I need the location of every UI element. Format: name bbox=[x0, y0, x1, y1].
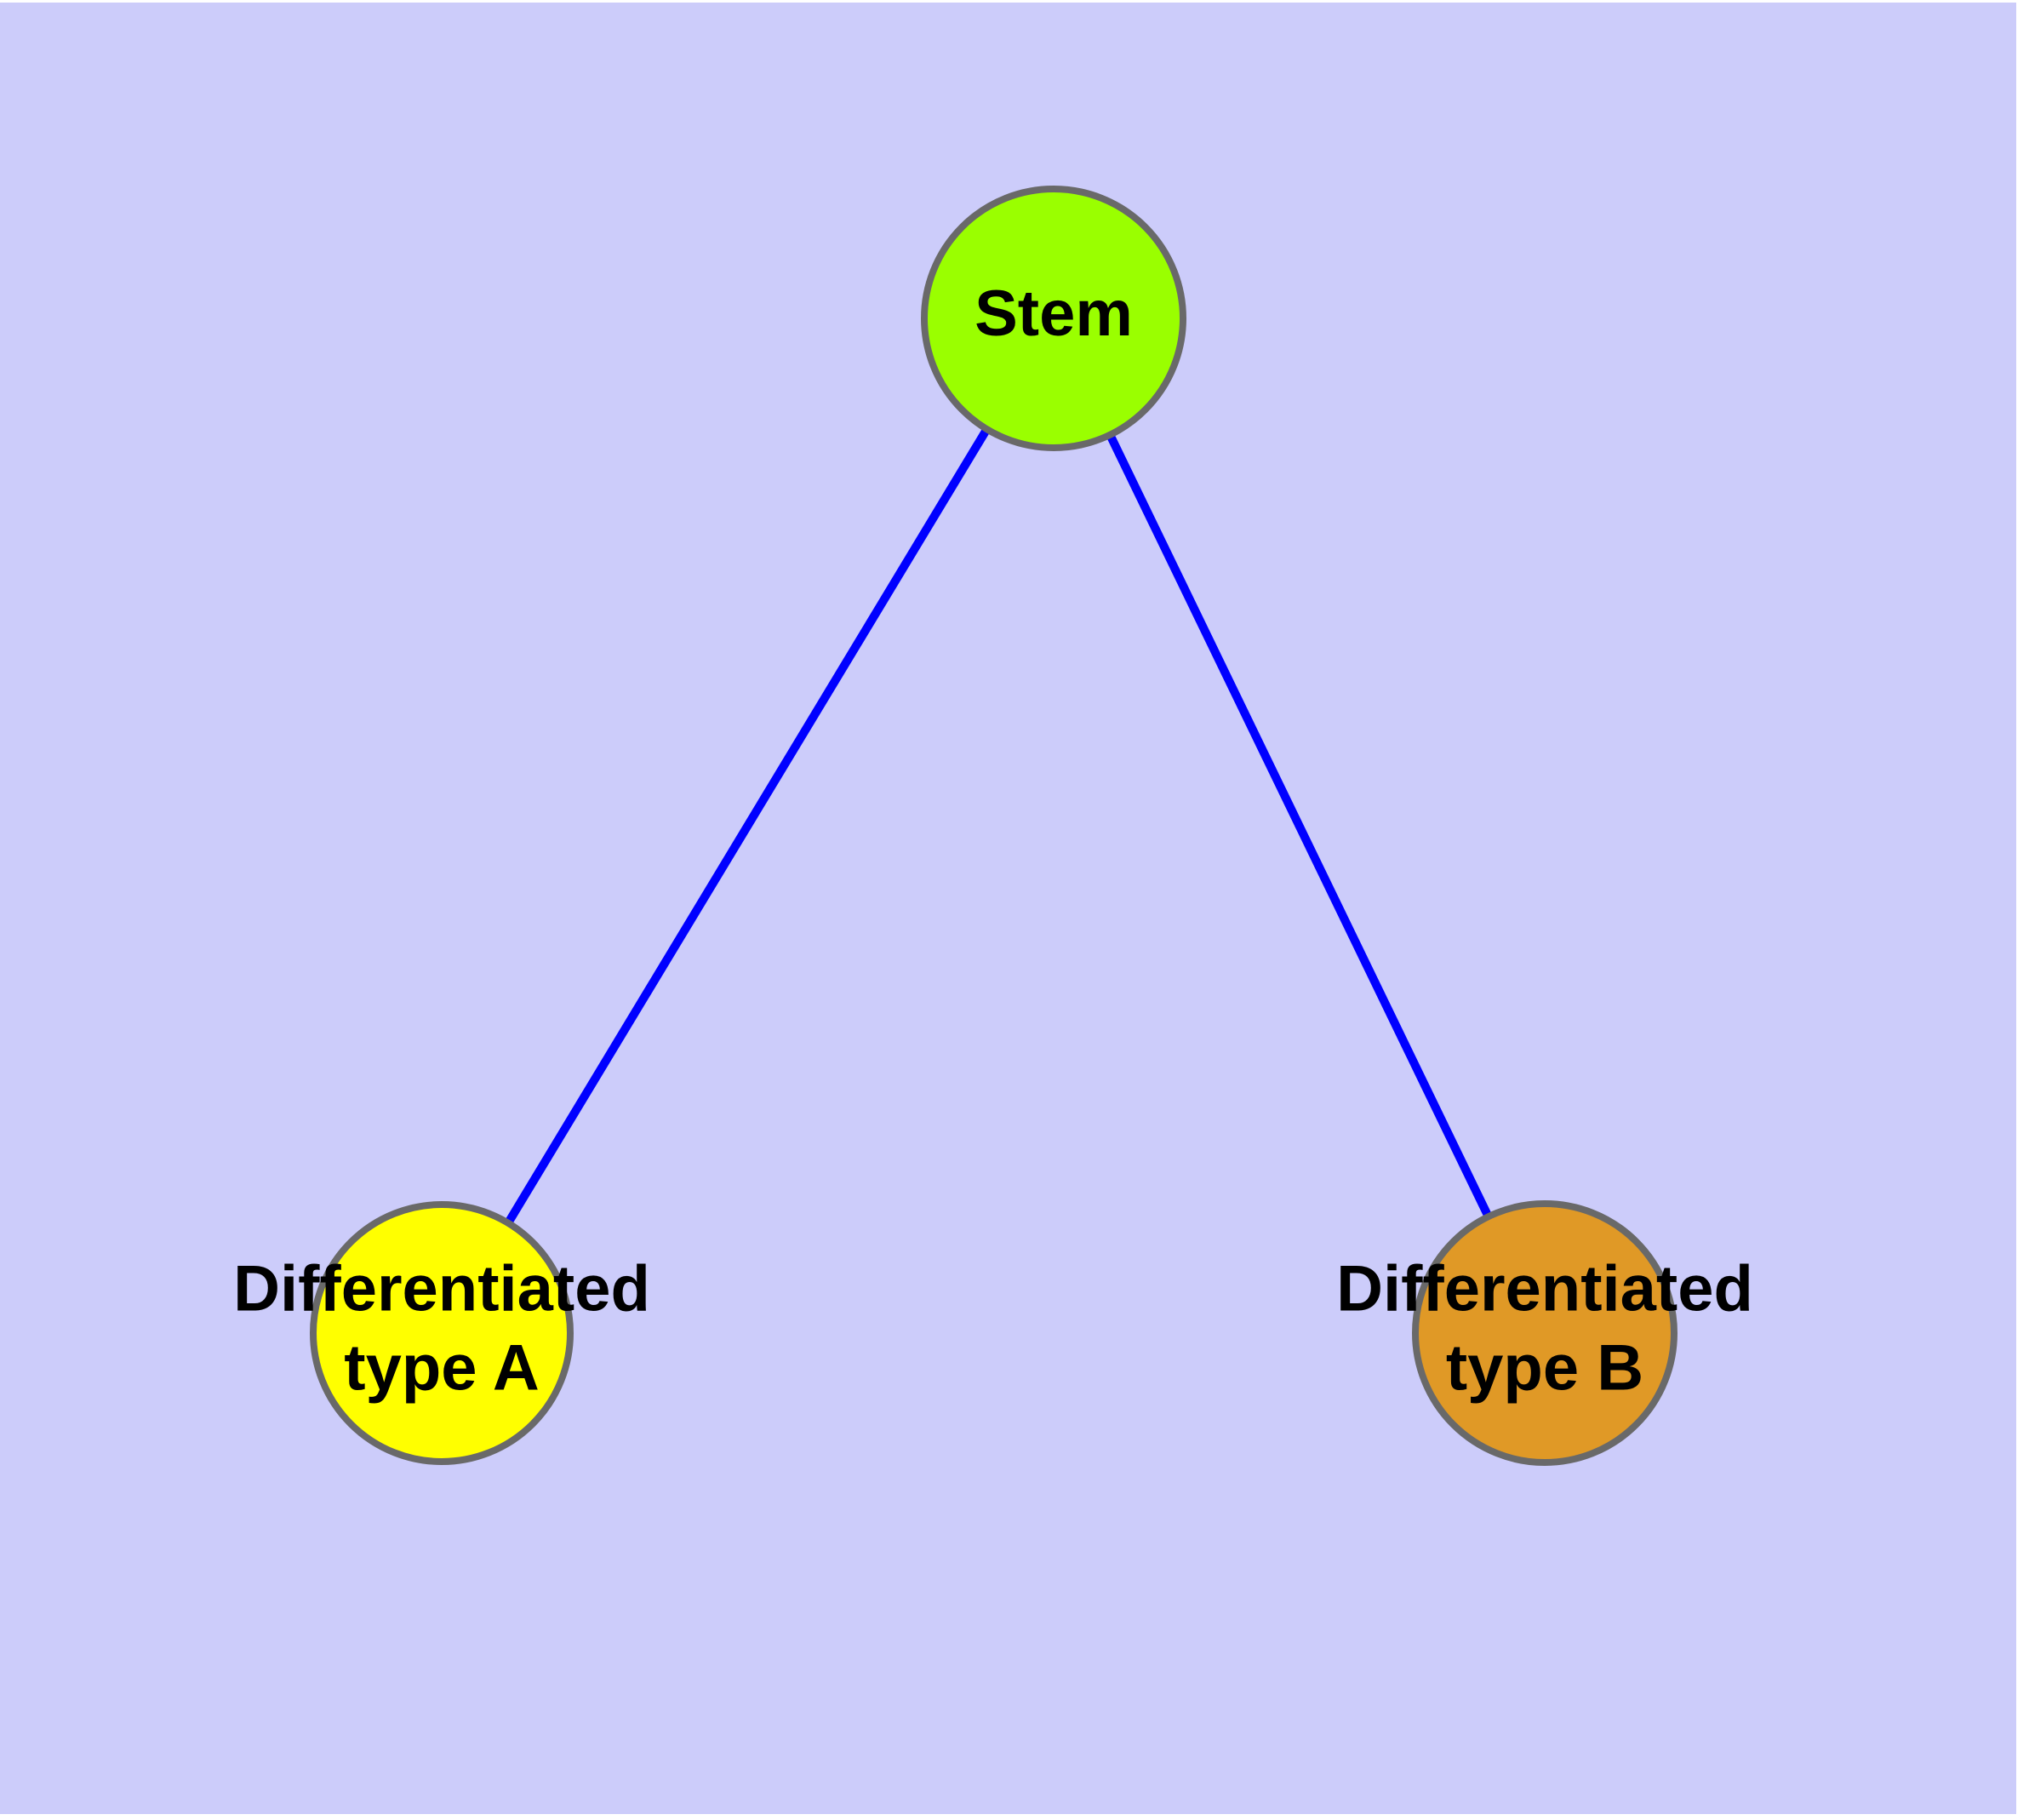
node-differentiated-type-a[interactable] bbox=[310, 1201, 574, 1465]
label-line: Differentiated bbox=[233, 1253, 650, 1325]
node-differentiated-type-b-circle[interactable] bbox=[1412, 1200, 1677, 1466]
node-differentiated-type-a-circle[interactable] bbox=[310, 1201, 574, 1465]
edges-group bbox=[503, 425, 1494, 1227]
edge-stem-to-differentiated-type-a[interactable] bbox=[503, 425, 992, 1227]
label-line: type B bbox=[1446, 1331, 1643, 1404]
nodes-group bbox=[310, 186, 1677, 1466]
node-stem[interactable] bbox=[921, 186, 1186, 451]
edge-stem-to-differentiated-type-b[interactable] bbox=[1105, 431, 1494, 1221]
node-stem-circle[interactable] bbox=[921, 186, 1186, 451]
label-line: Stem bbox=[974, 278, 1133, 350]
label-line: Differentiated bbox=[1336, 1253, 1753, 1325]
label-line: type A bbox=[344, 1331, 539, 1404]
node-differentiated-type-b[interactable] bbox=[1412, 1200, 1677, 1466]
node-stem-label: Stem bbox=[974, 278, 1133, 350]
